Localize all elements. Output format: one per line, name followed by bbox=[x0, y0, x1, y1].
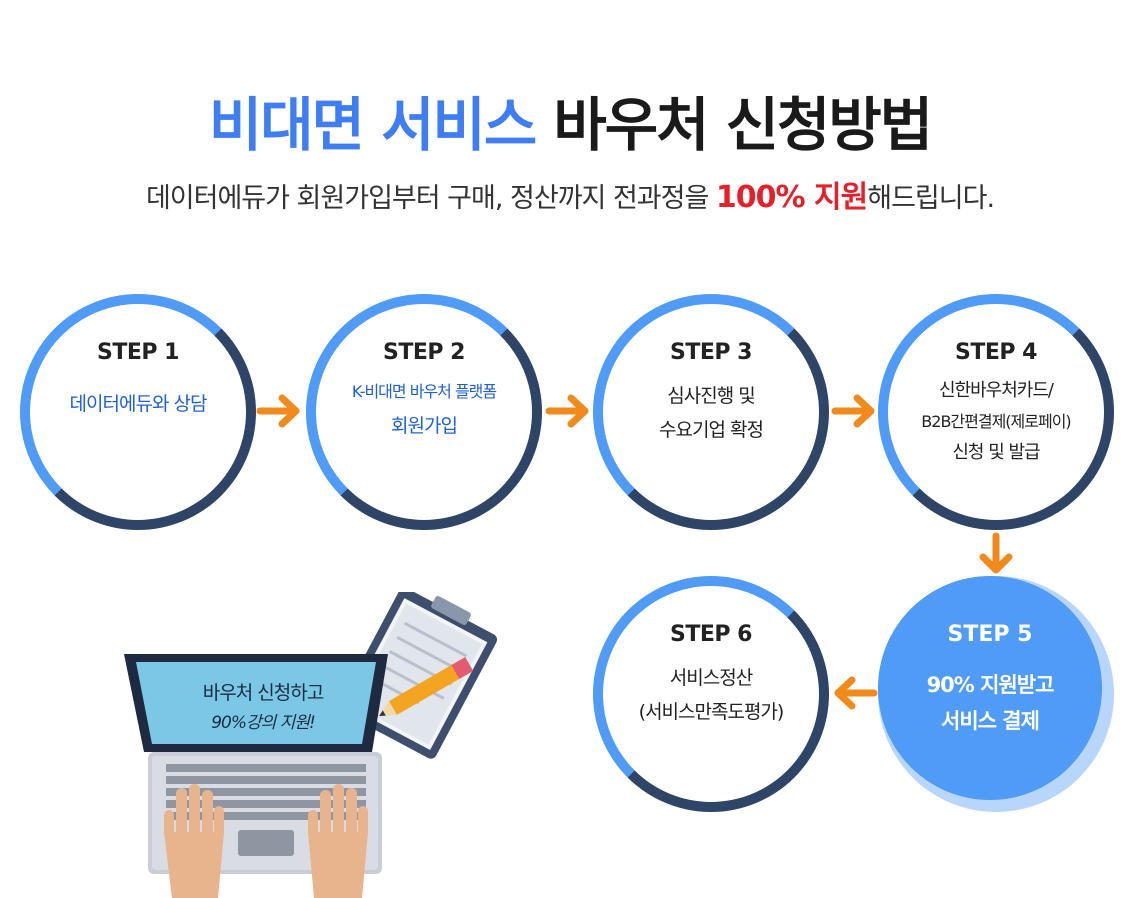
step-4-line-1: 신한바우처카드/ bbox=[939, 380, 1054, 401]
step-5-desc: 90% 지원받고 서비스 결제 bbox=[926, 667, 1055, 739]
arrow-down-icon bbox=[979, 532, 1013, 574]
step-3-circle: STEP 3 심사진행 및 수요기업 확정 bbox=[593, 294, 829, 530]
step-6-desc: 서비스정산 (서비스만족도평가) bbox=[638, 661, 785, 729]
step-6-line-2: (서비스만족도평가) bbox=[638, 701, 785, 723]
step-3-label: STEP 3 bbox=[670, 340, 752, 365]
page-subtitle: 데이터에듀가 회원가입부터 구매, 정산까지 전과정을 100% 지원해드립니다… bbox=[0, 172, 1140, 216]
screen-line-1: 바우처 신청하고 bbox=[202, 682, 324, 704]
title-rest: 바우처 신청방법 bbox=[535, 91, 933, 159]
step-4-label: STEP 4 bbox=[955, 340, 1037, 365]
step-6-circle: STEP 6 서비스정산 (서비스만족도평가) bbox=[593, 576, 829, 812]
arrow-right-icon bbox=[831, 394, 875, 428]
arrow-left-icon bbox=[834, 676, 878, 710]
step-5-inner: STEP 5 90% 지원받고 서비스 결제 bbox=[878, 576, 1102, 800]
step-4-line-3: 신청 및 발급 bbox=[952, 442, 1040, 463]
step-5-circle: STEP 5 90% 지원받고 서비스 결제 bbox=[878, 576, 1114, 812]
step-3-desc: 심사진행 및 수요기업 확정 bbox=[659, 379, 764, 447]
page-title: 비대면 서비스 바우처 신청방법 bbox=[0, 78, 1140, 162]
step-1-circle: STEP 1 데이터에듀와 상담 bbox=[20, 294, 256, 530]
step-6-line-1: 서비스정산 bbox=[669, 667, 753, 689]
step-6-label: STEP 6 bbox=[670, 622, 752, 647]
step-4-line-2: B2B간편결제(제로페이) bbox=[921, 412, 1071, 431]
step-5-line-2: 서비스 결제 bbox=[941, 709, 1040, 733]
step-2-label: STEP 2 bbox=[383, 340, 465, 365]
arrow-right-icon bbox=[545, 394, 589, 428]
subtitle-before: 데이터에듀가 회원가입부터 구매, 정산까지 전과정을 bbox=[145, 183, 716, 214]
step-2-line-1: K-비대면 바우처 플랫폼 bbox=[351, 382, 497, 401]
subtitle-highlight: 100% 지원 bbox=[715, 180, 868, 215]
step-1-label: STEP 1 bbox=[97, 340, 179, 365]
step-2-line-2: 회원가입 bbox=[391, 415, 458, 437]
arrow-right-icon bbox=[256, 394, 300, 428]
step-3-line-2: 수요기업 확정 bbox=[659, 419, 764, 441]
step-1-line-1: 데이터에듀와 상담 bbox=[69, 393, 208, 415]
subtitle-after: 해드립니다. bbox=[867, 183, 995, 214]
laptop-screen-text: 바우처 신청하고 90%강의 지원! bbox=[178, 678, 348, 738]
step-2-desc: K-비대면 바우처 플랫폼 회원가입 bbox=[351, 375, 497, 443]
title-highlight: 비대면 서비스 bbox=[208, 91, 537, 159]
step-4-desc: 신한바우처카드/ B2B간편결제(제로페이) 신청 및 발급 bbox=[921, 375, 1071, 468]
step-2-circle: STEP 2 K-비대면 바우처 플랫폼 회원가입 bbox=[306, 294, 542, 530]
step-4-circle: STEP 4 신한바우처카드/ B2B간편결제(제로페이) 신청 및 발급 bbox=[878, 294, 1114, 530]
screen-line-2: 90%강의 지원! bbox=[211, 713, 316, 733]
step-5-label: STEP 5 bbox=[947, 622, 1033, 647]
step-3-line-1: 심사진행 및 bbox=[667, 385, 755, 407]
step-1-desc: 데이터에듀와 상담 bbox=[69, 387, 208, 421]
step-5-line-1: 90% 지원받고 bbox=[926, 673, 1055, 697]
laptop-illustration-icon bbox=[124, 592, 498, 898]
